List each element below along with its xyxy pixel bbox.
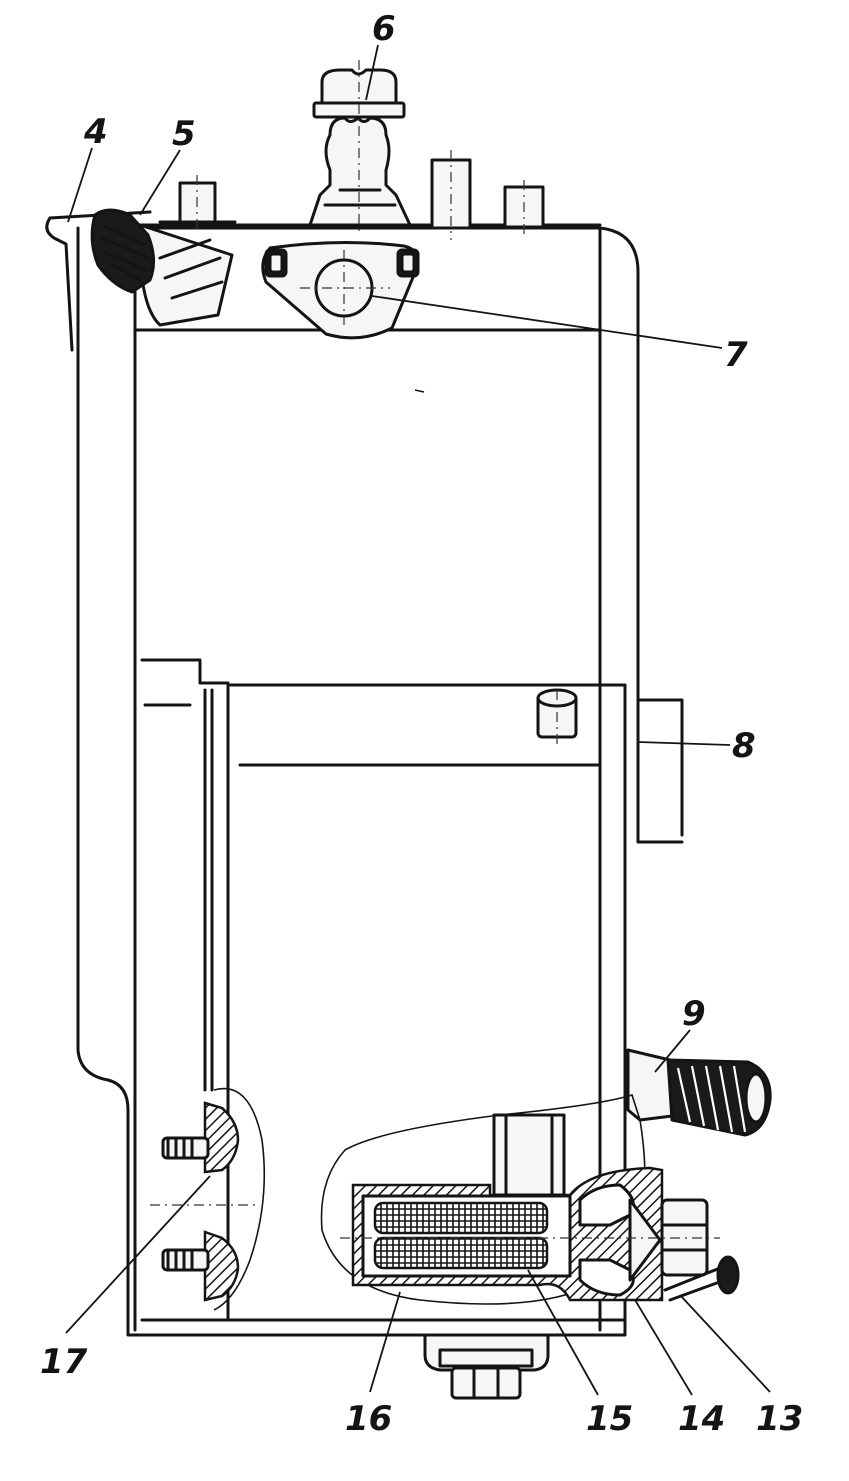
callout-14: 14 bbox=[678, 1399, 725, 1439]
tank-body bbox=[76, 223, 640, 1337]
hose-fitting-9 bbox=[626, 1048, 772, 1137]
callout-16: 16 bbox=[345, 1399, 392, 1439]
callout-6: 6 bbox=[372, 9, 396, 49]
callout-15: 15 bbox=[586, 1399, 633, 1439]
right-bracket bbox=[636, 698, 684, 844]
housing-plug bbox=[536, 688, 578, 745]
bottom-fitting bbox=[423, 1333, 550, 1400]
leader-lines bbox=[65, 44, 771, 1396]
cutaway-left bbox=[150, 1087, 266, 1311]
callout-17: 17 bbox=[40, 1342, 88, 1382]
top-fittings bbox=[158, 150, 545, 240]
filter-cutaway bbox=[320, 1093, 740, 1305]
flange bbox=[261, 240, 420, 340]
callout-4: 4 bbox=[83, 112, 108, 152]
callout-8: 8 bbox=[732, 726, 756, 766]
callout-13: 13 bbox=[756, 1399, 803, 1439]
callout-9: 9 bbox=[682, 994, 706, 1034]
callout-5: 5 bbox=[172, 114, 196, 154]
filler-cap bbox=[308, 60, 412, 235]
hose-fitting-5 bbox=[45, 208, 234, 352]
callout-7: 7 bbox=[724, 335, 748, 375]
callout-labels: 4 5 6 7 8 9 17 16 15 14 13 bbox=[40, 9, 803, 1439]
lower-housing bbox=[140, 658, 627, 1322]
